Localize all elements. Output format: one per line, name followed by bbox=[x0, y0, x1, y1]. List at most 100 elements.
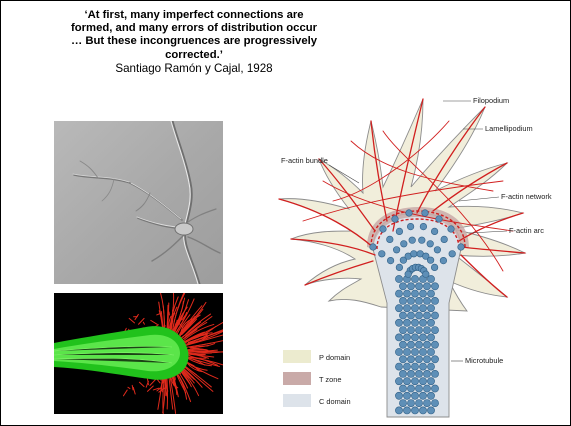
microtubule-subunit bbox=[419, 407, 426, 414]
microtubule-subunit bbox=[380, 226, 387, 233]
microtubule-subunit bbox=[411, 290, 418, 297]
microtubule-subunit bbox=[419, 363, 426, 370]
microtubule-subunit bbox=[427, 378, 434, 385]
microtubule-subunit bbox=[431, 312, 438, 319]
legend-swatch-c-domain bbox=[283, 394, 311, 407]
microtubule-subunit bbox=[393, 247, 400, 254]
microtubule-subunit bbox=[415, 400, 422, 407]
microtubule-subunit bbox=[423, 271, 430, 278]
microtubule-subunit bbox=[427, 319, 434, 326]
microtubule-subunit bbox=[411, 251, 418, 258]
microtubule-subunit bbox=[415, 385, 422, 392]
legend-label-p-domain: P domain bbox=[319, 353, 350, 362]
microtubule-subunit bbox=[395, 334, 402, 341]
microtubule-subunit bbox=[411, 378, 418, 385]
microtubule-subunit bbox=[427, 363, 434, 370]
microtubule-subunit bbox=[411, 305, 418, 312]
microtubule-subunit bbox=[423, 312, 430, 319]
microtubule-subunit bbox=[415, 312, 422, 319]
microtubule-subunit bbox=[403, 290, 410, 297]
label-factin-network: F-actin network bbox=[501, 192, 552, 201]
microtubule-subunit bbox=[370, 244, 377, 251]
microtubule-subunit bbox=[427, 392, 434, 399]
microtubule-subunit bbox=[411, 319, 418, 326]
microtubule-subunit bbox=[399, 400, 406, 407]
quote-text: ‘At first, many imperfect connections ar… bbox=[23, 9, 365, 62]
microtubule-subunit bbox=[409, 237, 416, 244]
microtubule-subunit bbox=[436, 216, 443, 223]
microtubule-subunit bbox=[407, 312, 414, 319]
microtubule-subunit bbox=[423, 283, 430, 290]
microtubule-subunit bbox=[427, 334, 434, 341]
microtubule-subunit bbox=[427, 348, 434, 355]
microtubule-subunit bbox=[415, 356, 422, 363]
microtubule-subunit bbox=[415, 327, 422, 334]
quote-line: corrected.’ bbox=[23, 49, 365, 62]
microtubule-subunit bbox=[431, 385, 438, 392]
microtubule-subunit bbox=[415, 297, 422, 304]
microtubule-subunit bbox=[403, 407, 410, 414]
microtubule-subunit bbox=[406, 210, 413, 217]
microtubule-subunit bbox=[403, 348, 410, 355]
microtubule-subunit bbox=[411, 392, 418, 399]
microtubule-subunit bbox=[431, 228, 438, 235]
microtubule-subunit bbox=[395, 319, 402, 326]
quote-line: ‘At first, many imperfect connections ar… bbox=[23, 9, 365, 22]
microtubule-subunit bbox=[407, 356, 414, 363]
microtubule-subunit bbox=[399, 341, 406, 348]
microtubule-subunit bbox=[431, 327, 438, 334]
microtubule-subunit bbox=[422, 210, 429, 217]
microtubule-subunit bbox=[423, 327, 430, 334]
microtubule-subunit bbox=[411, 363, 418, 370]
microtubule-subunit bbox=[403, 363, 410, 370]
microtubule-subunit bbox=[395, 305, 402, 312]
microtubule-subunit bbox=[399, 370, 406, 377]
microtubule-subunit bbox=[405, 271, 412, 278]
label-factin-bundle: F-actin bundle bbox=[281, 156, 328, 165]
microtubule-subunit bbox=[399, 312, 406, 319]
microtubule-subunit bbox=[407, 223, 414, 230]
microtubule-subunit bbox=[407, 400, 414, 407]
label-factin-arc: F-actin arc bbox=[509, 226, 544, 235]
fluorescence-micrograph bbox=[54, 293, 223, 414]
microtubule-subunit bbox=[419, 378, 426, 385]
legend: P domain T zone C domain bbox=[283, 350, 351, 407]
microtubule-subunit bbox=[419, 319, 426, 326]
microtubule-subunit bbox=[396, 228, 403, 235]
microtubule-subunit bbox=[407, 370, 414, 377]
microtubule-subunit bbox=[431, 341, 438, 348]
microtubule-subunit bbox=[431, 264, 438, 271]
microtubule-subunit bbox=[440, 257, 447, 264]
microtubule-subunit bbox=[419, 348, 426, 355]
legend-swatch-p-domain bbox=[283, 350, 311, 363]
microtubule-subunit bbox=[392, 216, 399, 223]
microtubule-subunit bbox=[420, 223, 427, 230]
microtubule-subunit bbox=[427, 257, 434, 264]
microtubule-subunit bbox=[395, 290, 402, 297]
microtubule-subunit bbox=[395, 392, 402, 399]
microtubule-subunit bbox=[407, 297, 414, 304]
microtubule-subunit bbox=[434, 247, 441, 254]
actin-filament bbox=[188, 350, 206, 351]
microtubule-subunit bbox=[399, 356, 406, 363]
microtubule-subunit bbox=[423, 341, 430, 348]
microtubule-subunit bbox=[427, 241, 434, 248]
microtubule-subunit bbox=[415, 283, 422, 290]
microtubule-subunit bbox=[403, 319, 410, 326]
legend-label-t-zone: T zone bbox=[319, 375, 341, 384]
microtubule-subunit bbox=[448, 226, 455, 233]
microtubule-subunit bbox=[427, 407, 434, 414]
dic-micrograph bbox=[54, 121, 223, 284]
quote-line: formed, and many errors of distribution … bbox=[23, 22, 365, 35]
microtubule-subunit bbox=[427, 305, 434, 312]
microtubule-subunit bbox=[395, 275, 402, 282]
microtubule-subunit bbox=[419, 290, 426, 297]
microtubule-subunit bbox=[419, 334, 426, 341]
microtubule-subunit bbox=[395, 348, 402, 355]
microtubule-subunit bbox=[407, 385, 414, 392]
legend-label-c-domain: C domain bbox=[319, 397, 351, 406]
microtubule-subunit bbox=[419, 237, 426, 244]
quote-line: … But these incongruences are progressiv… bbox=[23, 35, 365, 48]
microtubule-subunit bbox=[419, 305, 426, 312]
microtubule-subunit bbox=[399, 327, 406, 334]
